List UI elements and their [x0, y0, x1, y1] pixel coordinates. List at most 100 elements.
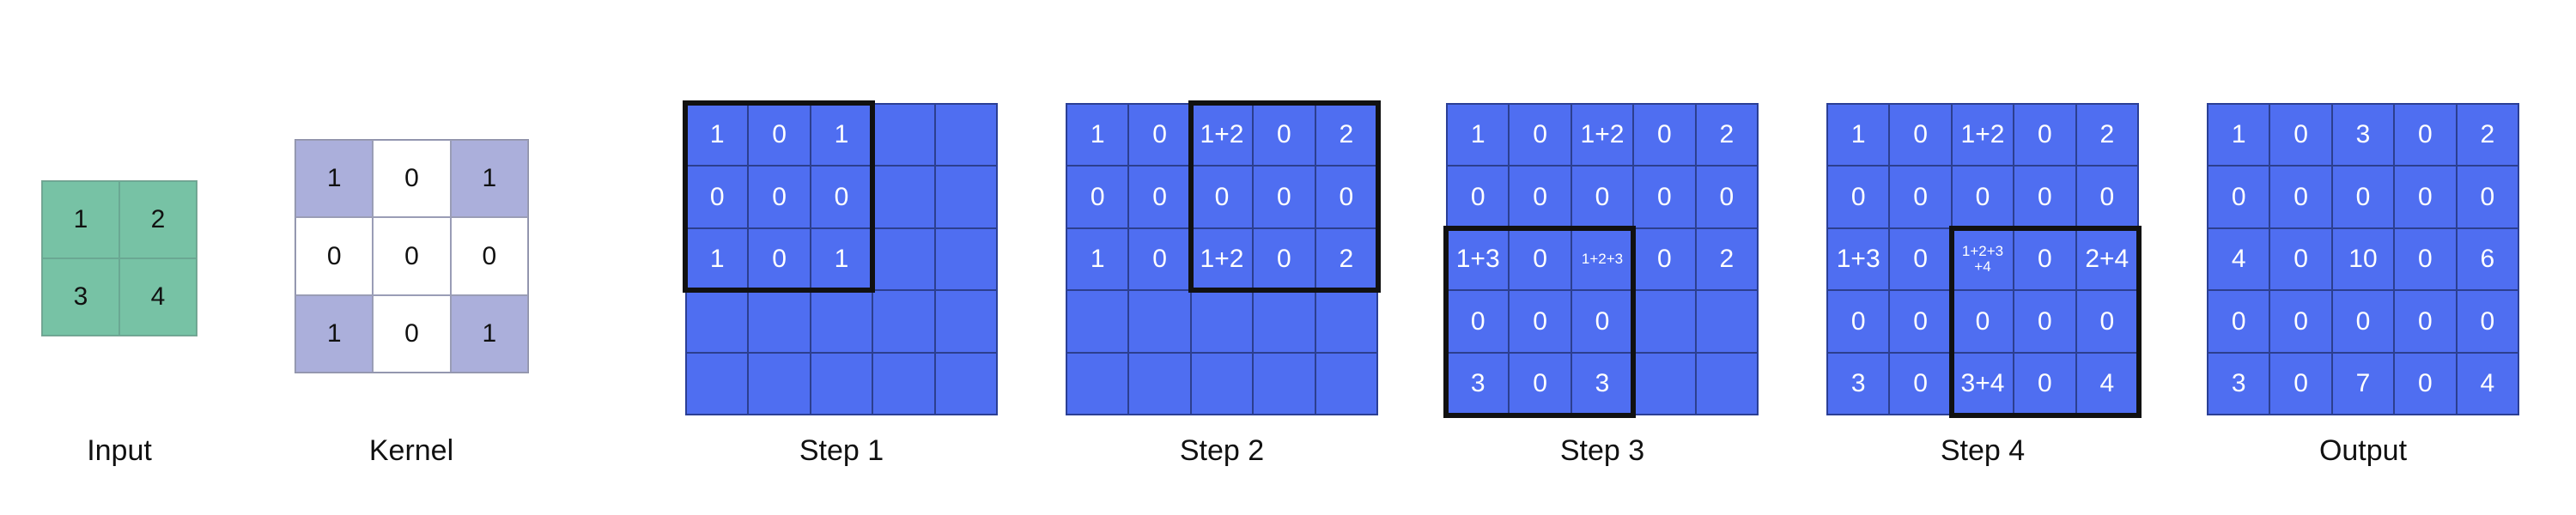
step4-label: Step 4 [1940, 434, 2026, 467]
step2-cell [1066, 290, 1129, 353]
step1-cell [810, 352, 873, 415]
output-cell: 6 [2456, 227, 2518, 291]
step1-cell [748, 290, 811, 353]
step1-cell: 0 [748, 166, 811, 228]
step1-cell [934, 290, 997, 353]
step1-cell [686, 290, 749, 353]
step3-label: Step 3 [1559, 434, 1645, 467]
step4-cell: 0 [2075, 290, 2138, 353]
step1-cell: 0 [686, 166, 749, 228]
input-cell: 4 [119, 258, 197, 336]
kernel-cell: 1 [295, 140, 374, 218]
step2-cell: 0 [1190, 166, 1254, 228]
step3-cell: 3 [1447, 352, 1510, 415]
step1-cell [934, 352, 997, 415]
output-cell: 0 [2394, 166, 2457, 228]
step3-cell: 0 [1633, 227, 1696, 291]
step3-cell: 1+2 [1571, 104, 1634, 167]
step1-cell [748, 352, 811, 415]
output-cell: 3 [2331, 104, 2395, 167]
input-cell: 2 [119, 181, 197, 258]
output-cell: 0 [2394, 290, 2457, 353]
kernel-cell: 0 [373, 294, 451, 373]
step3-cell: 1 [1447, 104, 1510, 167]
step2-cell: 0 [1315, 166, 1377, 228]
output-cell: 0 [2394, 352, 2457, 415]
step1-label: Step 1 [799, 434, 884, 467]
step3-cell: 1+3 [1447, 227, 1510, 291]
step4-cell: 4 [2075, 352, 2138, 415]
output-cell: 0 [2331, 290, 2395, 353]
step1-cell [872, 290, 935, 353]
step3-cell: 0 [1509, 104, 1571, 167]
step2-cell: 0 [1253, 227, 1315, 291]
step4-cell: 0 [2014, 104, 2076, 167]
step4-cell: 0 [1889, 104, 1952, 167]
step4-cell: 0 [2014, 290, 2076, 353]
output-cell: 0 [2269, 104, 2332, 167]
step3-cell: 0 [1571, 166, 1634, 228]
step2-cell [1190, 290, 1254, 353]
step3-cell: 0 [1633, 104, 1696, 167]
step3-cell: 0 [1633, 166, 1696, 228]
output-cell: 1 [2208, 104, 2270, 167]
step2-cell: 1 [1066, 227, 1129, 291]
output-cell: 0 [2331, 166, 2395, 228]
step3-cell [1695, 352, 1758, 415]
step3-cell: 0 [1509, 166, 1571, 228]
step3-cell: 0 [1509, 227, 1571, 291]
step2-cell [1315, 352, 1377, 415]
step2-cell: 0 [1253, 166, 1315, 228]
output-cell: 0 [2269, 227, 2332, 291]
output-cell: 4 [2456, 352, 2518, 415]
step2-cell: 0 [1128, 227, 1191, 291]
step2-cell: 0 [1253, 104, 1315, 167]
step4-cell: 0 [2075, 166, 2138, 228]
kernel-grid: 1 0 1 0 0 0 1 0 1 [295, 139, 529, 373]
step1-cell: 0 [810, 166, 873, 228]
step3-cell [1695, 290, 1758, 353]
output-cell: 7 [2331, 352, 2395, 415]
step2-cell [1128, 290, 1191, 353]
step2-cell: 1 [1066, 104, 1129, 167]
step4-cell: 1+2 [1951, 104, 2014, 167]
step4-cell: 0 [1827, 290, 1890, 353]
output-cell: 0 [2394, 227, 2457, 291]
output-cell: 0 [2269, 290, 2332, 353]
step1-cell: 1 [810, 104, 873, 167]
step3-cell: 2 [1695, 104, 1758, 167]
step2-cell [1190, 352, 1254, 415]
output-cell: 2 [2456, 104, 2518, 167]
step2-cell [1253, 352, 1315, 415]
output-cell: 0 [2269, 166, 2332, 228]
input-grid: 1 2 3 4 [41, 180, 197, 336]
kernel-cell: 0 [373, 140, 451, 218]
step4-cell: 0 [2014, 352, 2076, 415]
step3-cell: 0 [1447, 290, 1510, 353]
step1-cell [872, 352, 935, 415]
input-label: Input [87, 434, 152, 467]
step2-cell: 0 [1128, 166, 1191, 228]
step4-cell: 3+4 [1951, 352, 2014, 415]
kernel-cell: 0 [373, 217, 451, 295]
output-cell: 0 [2208, 290, 2270, 353]
step4-cell: 3 [1827, 352, 1890, 415]
output-cell: 0 [2269, 352, 2332, 415]
step1-cell [810, 290, 873, 353]
step4-cell: 0 [1889, 352, 1952, 415]
step3-cell: 3 [1571, 352, 1634, 415]
step3-cell: 0 [1509, 352, 1571, 415]
kernel-cell: 1 [295, 294, 374, 373]
output-cell: 10 [2331, 227, 2395, 291]
step4-cell: 2+4 [2075, 227, 2138, 291]
step2-cell: 0 [1128, 104, 1191, 167]
step2-cell [1128, 352, 1191, 415]
step3-cell: 0 [1509, 290, 1571, 353]
step3-cell [1633, 352, 1696, 415]
step1-cell: 1 [686, 227, 749, 291]
kernel-cell: 0 [295, 217, 374, 295]
step1-cell: 0 [748, 227, 811, 291]
